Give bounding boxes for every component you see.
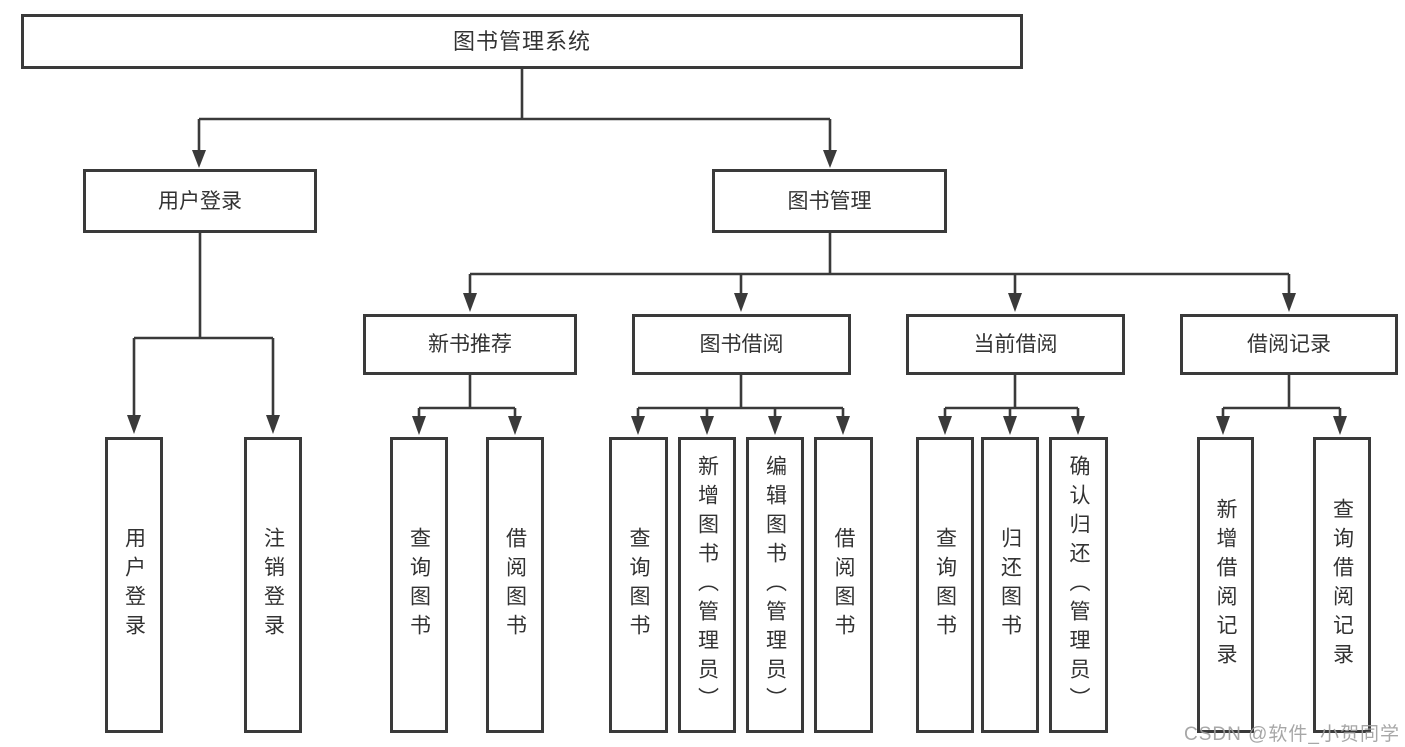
node-leaf-logout: 注销登录 bbox=[244, 437, 302, 733]
arrow-down-icon bbox=[1008, 293, 1022, 312]
arrow-down-icon bbox=[836, 416, 850, 435]
node-leaf-query-books-borrowing: 查询图书 bbox=[609, 437, 668, 733]
connector-current-borrow-branch bbox=[938, 375, 1085, 435]
connector-borrow-records-branch bbox=[1216, 375, 1347, 435]
node-borrow-records: 借阅记录 bbox=[1180, 314, 1398, 375]
arrow-down-icon bbox=[1282, 293, 1296, 312]
node-leaf-user-login: 用户登录 bbox=[105, 437, 163, 733]
arrow-down-icon bbox=[631, 416, 645, 435]
node-book-management-branch: 图书管理 bbox=[712, 169, 947, 233]
arrow-down-icon bbox=[508, 416, 522, 435]
connector-new-book-rec-branch bbox=[412, 375, 522, 435]
node-library-system: 图书管理系统 bbox=[21, 14, 1023, 69]
arrow-down-icon bbox=[192, 150, 206, 168]
node-book-borrowing: 图书借阅 bbox=[632, 314, 851, 375]
arrow-down-icon bbox=[768, 416, 782, 435]
node-leaf-add-books-admin: 新增图书（管理员） bbox=[678, 437, 736, 733]
arrow-down-icon bbox=[127, 415, 141, 434]
connector-root-to-level2 bbox=[192, 69, 837, 168]
node-leaf-query-borrow-record: 查询借阅记录 bbox=[1313, 437, 1371, 733]
arrow-down-icon bbox=[1071, 416, 1085, 435]
node-leaf-query-books-current: 查询图书 bbox=[916, 437, 974, 733]
connector-book-borrow-branch bbox=[631, 375, 850, 435]
arrow-down-icon bbox=[463, 293, 477, 312]
node-leaf-add-borrow-record: 新增借阅记录 bbox=[1197, 437, 1254, 733]
arrow-down-icon bbox=[1216, 416, 1230, 435]
node-user-login-branch: 用户登录 bbox=[83, 169, 317, 233]
node-new-book-recommend: 新书推荐 bbox=[363, 314, 577, 375]
node-current-borrowing: 当前借阅 bbox=[906, 314, 1125, 375]
node-leaf-edit-books-admin: 编辑图书（管理员） bbox=[746, 437, 804, 733]
node-leaf-borrow-books: 借阅图书 bbox=[814, 437, 873, 733]
arrow-down-icon bbox=[412, 416, 426, 435]
arrow-down-icon bbox=[1003, 416, 1017, 435]
connector-user-login-branch bbox=[127, 233, 280, 434]
csdn-watermark: CSDN @软件_小贺同学 bbox=[1184, 724, 1400, 745]
arrow-down-icon bbox=[823, 150, 837, 168]
node-leaf-confirm-return-admin: 确认归还（管理员） bbox=[1049, 437, 1108, 733]
arrow-down-icon bbox=[734, 293, 748, 312]
arrow-down-icon bbox=[266, 415, 280, 434]
node-leaf-query-books-recommend: 查询图书 bbox=[390, 437, 448, 733]
node-leaf-return-books: 归还图书 bbox=[981, 437, 1039, 733]
arrow-down-icon bbox=[700, 416, 714, 435]
arrow-down-icon bbox=[938, 416, 952, 435]
arrow-down-icon bbox=[1333, 416, 1347, 435]
node-leaf-borrow-books-recommend: 借阅图书 bbox=[486, 437, 544, 733]
connector-book-mgmt-to-level3 bbox=[463, 233, 1296, 312]
